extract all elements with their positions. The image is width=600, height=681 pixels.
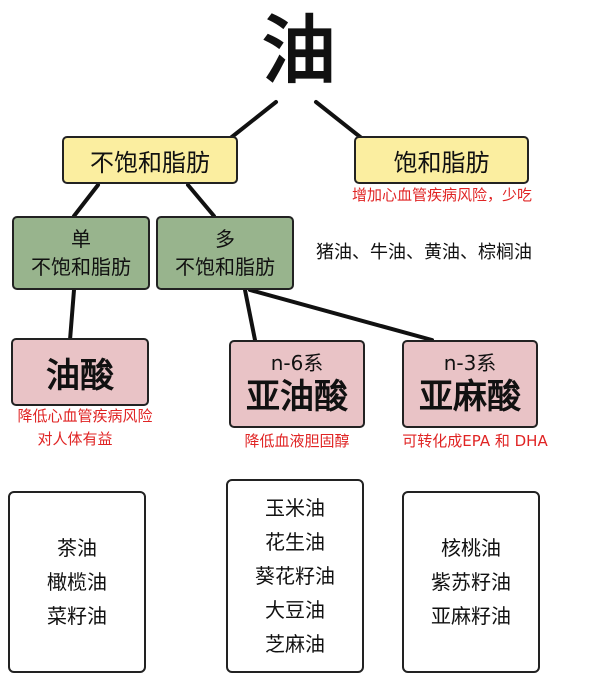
- linolenic-oil-item: 亚麻籽油: [431, 604, 511, 628]
- linoleic-oil-item: 芝麻油: [265, 632, 325, 656]
- saturated-fat-examples: 猪油、牛油、黄油、棕榈油: [316, 242, 532, 263]
- linolenic-oil-item: 紫苏籽油: [431, 570, 511, 594]
- linoleic-oils-list: 玉米油 花生油 葵花籽油 大豆油 芝麻油: [226, 479, 364, 673]
- saturated-fat-note: 增加心血管疾病风险，少吃: [351, 186, 532, 204]
- linoleic-oil-item: 玉米油: [265, 496, 325, 520]
- poly-line2: 不饱和脂肪: [175, 255, 275, 279]
- poly-unsaturated-box: 多 不饱和脂肪: [156, 216, 294, 290]
- linolenic-note: 可转化成EPA 和 DHA: [402, 432, 548, 450]
- linolenic-oil-item: 核桃油: [441, 536, 501, 560]
- poly-line1: 多: [215, 227, 235, 251]
- oleic-oil-item: 菜籽油: [47, 604, 107, 628]
- linoleic-series-label: n-6系: [270, 351, 324, 375]
- linolenic-acid-box: n-3系 亚麻酸: [402, 340, 538, 428]
- unsaturated-fat-label: 不饱和脂肪: [90, 148, 210, 177]
- line-unsaturated-to-poly: [186, 183, 216, 218]
- oleic-acid-box: 油酸: [11, 338, 149, 406]
- mono-unsaturated-box: 单 不饱和脂肪: [12, 216, 150, 290]
- unsaturated-fat-box: 不饱和脂肪: [62, 136, 238, 184]
- saturated-fat-box: 饱和脂肪: [354, 136, 529, 184]
- line-poly-to-linolenic: [248, 288, 434, 342]
- title-oil: 油: [262, 8, 336, 94]
- mono-line2: 不饱和脂肪: [31, 255, 131, 279]
- linoleic-acid-box: n-6系 亚油酸: [229, 340, 365, 428]
- oleic-note-line1: 降低心血管疾病风险: [17, 407, 153, 425]
- linoleic-oil-item: 大豆油: [265, 598, 325, 622]
- linolenic-oils-list: 核桃油 紫苏籽油 亚麻籽油: [402, 491, 540, 673]
- line-mono-to-oleic: [68, 288, 76, 342]
- linolenic-series-label: n-3系: [443, 351, 497, 375]
- linoleic-acid-label: 亚油酸: [246, 377, 348, 417]
- oleic-acid-label: 油酸: [46, 355, 114, 396]
- line-title-to-saturated: [314, 100, 366, 142]
- oleic-note-line2: 对人体有益: [37, 430, 113, 448]
- oleic-oil-item: 橄榄油: [47, 570, 107, 594]
- oleic-oil-item: 茶油: [57, 536, 97, 560]
- line-title-to-unsaturated: [226, 100, 278, 142]
- linoleic-oil-item: 葵花籽油: [255, 564, 335, 588]
- linoleic-note: 降低血液胆固醇: [244, 432, 350, 450]
- line-unsaturated-to-mono: [72, 183, 100, 218]
- linolenic-acid-label: 亚麻酸: [419, 377, 521, 417]
- mono-line1: 单: [71, 227, 91, 251]
- linoleic-oil-item: 花生油: [265, 530, 325, 554]
- oleic-oils-list: 茶油 橄榄油 菜籽油: [8, 491, 146, 673]
- saturated-fat-label: 饱和脂肪: [393, 148, 490, 177]
- line-poly-to-linoleic: [243, 288, 257, 342]
